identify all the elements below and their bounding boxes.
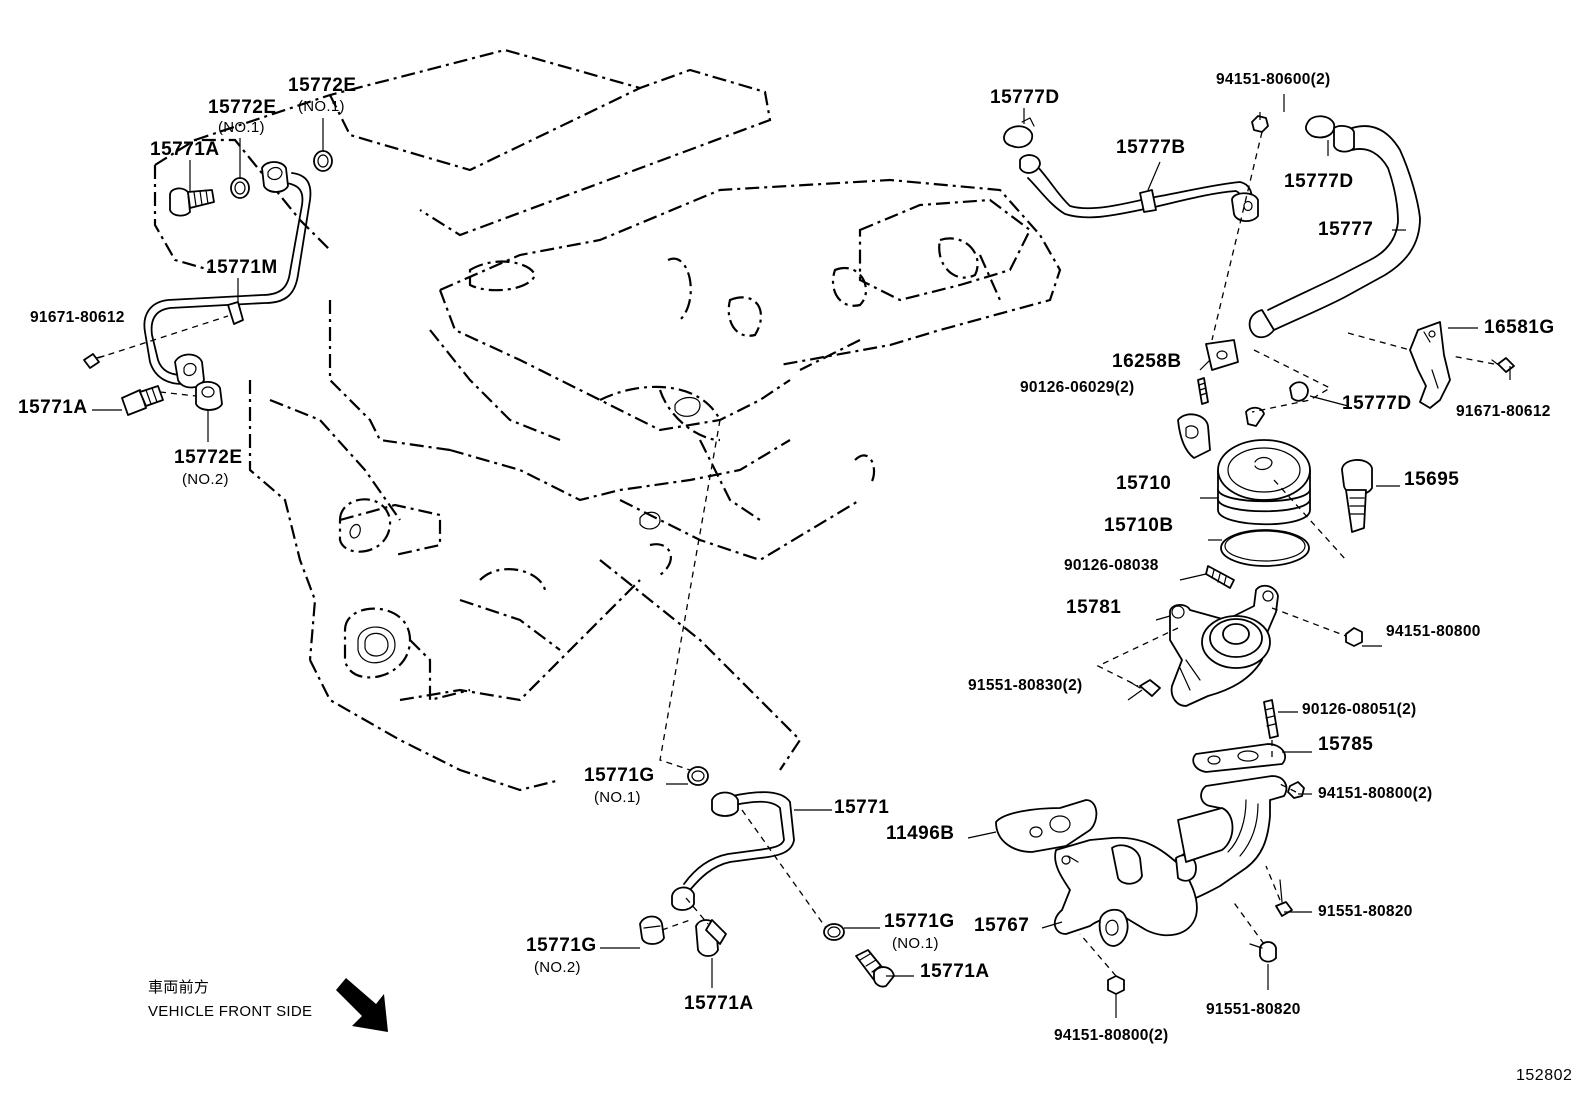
label-15771G-no1-b-sub: (NO.1) [892, 935, 939, 952]
oil-pipe-15771M [143, 161, 312, 389]
label-15771G-no2-sub: (NO.2) [534, 959, 581, 976]
assembly-dashed-lines [97, 131, 1495, 977]
washer-15771G-no1-b [823, 923, 845, 941]
label-91551-80830: 91551-80830(2) [968, 677, 1083, 694]
label-15777D-top: 15777D [990, 87, 1060, 108]
pipe-assembly-15767 [1053, 775, 1288, 947]
clamp-15777D-right [1305, 115, 1335, 139]
label-15710: 15710 [1116, 473, 1172, 494]
label-15772E-no1-a: 15772E [208, 97, 277, 118]
label-15785: 15785 [1318, 734, 1374, 755]
label-15771G-no1-b: 15771G [884, 911, 955, 932]
washer-15772E-no2 [195, 380, 223, 411]
label-94151-80600: 94151-80600(2) [1216, 71, 1331, 88]
nut-94151-80600 [1251, 115, 1269, 133]
label-90126-08051: 90126-08051(2) [1302, 701, 1417, 718]
vehicle-front-arrow-icon [336, 978, 388, 1032]
label-15771A-top: 15771A [150, 139, 220, 160]
label-15767: 15767 [974, 915, 1030, 936]
label-90126-08038: 90126-08038 [1064, 557, 1159, 574]
hose-15777 [1248, 125, 1421, 339]
washer-15771G-no2 [639, 915, 665, 945]
bolt-91551-80820-a [1275, 879, 1293, 917]
label-15781: 15781 [1066, 597, 1122, 618]
nut-94151-80800-2a [1287, 781, 1305, 799]
label-15771A-bottom: 15771A [684, 993, 754, 1014]
union-bolt-15771A-left [121, 385, 164, 416]
filter-bracket-15781 [1169, 584, 1279, 707]
oil-filter-15710 [1177, 406, 1311, 526]
stud-90126-06029 [1197, 377, 1209, 405]
label-15772E-no2: 15772E [174, 447, 243, 468]
label-94151-80800: 94151-80800 [1386, 623, 1481, 640]
nut-94151-80800-2b [1107, 975, 1125, 995]
label-15777D-right: 15777D [1284, 171, 1354, 192]
bolt-91671-left [83, 353, 105, 369]
washer-15772E-no1-b [313, 150, 333, 172]
union-bolt-15771A-top [169, 187, 215, 217]
label-94151-80800-2a: 94151-80800(2) [1318, 785, 1433, 802]
label-15777B: 15777B [1116, 137, 1186, 158]
stud-90126-08051 [1263, 699, 1279, 739]
bolt-91671-right [1491, 357, 1515, 373]
washer-15772E-no1-a [230, 177, 250, 199]
label-16581G: 16581G [1484, 317, 1555, 338]
washer-15771G-no1-a [687, 766, 709, 786]
label-91671-80612-right: 91671-80612 [1456, 403, 1551, 420]
label-15772E-no1-a-sub: (NO.1) [218, 119, 265, 136]
label-15772E-no1-b-sub: (NO.1) [298, 98, 345, 115]
nut-94151-80800 [1345, 627, 1363, 647]
label-15771M: 15771M [206, 257, 278, 278]
o-ring-15710B [1220, 529, 1310, 567]
stud-90126-08038 [1205, 565, 1235, 589]
label-15777: 15777 [1318, 219, 1374, 240]
union-bolt-15771A-mid [855, 949, 895, 988]
bolt-91551-80830 [1129, 679, 1161, 697]
engine-block-outline [153, 48, 1062, 792]
drain-plug-15695 [1341, 459, 1373, 533]
gasket-16258B [1205, 339, 1239, 371]
gasket-15785 [1192, 743, 1287, 773]
label-15771G-no1-a: 15771G [584, 765, 655, 786]
label-15771A-mid: 15771A [920, 961, 990, 982]
oil-pipe-15771 [671, 791, 795, 911]
bracket-16581G [1409, 321, 1451, 409]
diagram-reference-number: 152802 [1516, 1067, 1573, 1084]
gasket-11496B [995, 799, 1098, 853]
label-91551-80820-a: 91551-80820 [1318, 903, 1413, 920]
union-bolt-15771A-bottom [695, 919, 727, 957]
leader-lines [92, 94, 1511, 1018]
label-15771G-no1-a-sub: (NO.1) [594, 789, 641, 806]
label-90126-06029: 90126-06029(2) [1020, 379, 1135, 396]
label-11496B: 11496B [886, 823, 955, 844]
hose-15777B [1019, 154, 1259, 222]
label-15777D-mid: 15777D [1342, 393, 1412, 414]
label-94151-80800-2b: 94151-80800(2) [1054, 1027, 1169, 1044]
label-16258B: 16258B [1112, 351, 1182, 372]
label-91551-80820-b: 91551-80820 [1206, 1001, 1301, 1018]
label-15710B: 15710B [1104, 515, 1174, 536]
label-91671-80612-left: 91671-80612 [30, 309, 125, 326]
label-15771A-left: 15771A [18, 397, 88, 418]
label-15771: 15771 [834, 797, 890, 818]
clamp-15777D-top [1003, 117, 1035, 149]
label-15772E-no1-b: 15772E [288, 75, 357, 96]
front-note-japanese: 車両前方 [148, 979, 210, 996]
front-note-english: VEHICLE FRONT SIDE [148, 1003, 313, 1020]
label-15771G-no2: 15771G [526, 935, 597, 956]
label-15695: 15695 [1404, 469, 1460, 490]
clamp-15777D-mid [1289, 381, 1309, 402]
label-15772E-no2-sub: (NO.2) [182, 471, 229, 488]
bolt-91551-80820-b [1249, 941, 1277, 963]
